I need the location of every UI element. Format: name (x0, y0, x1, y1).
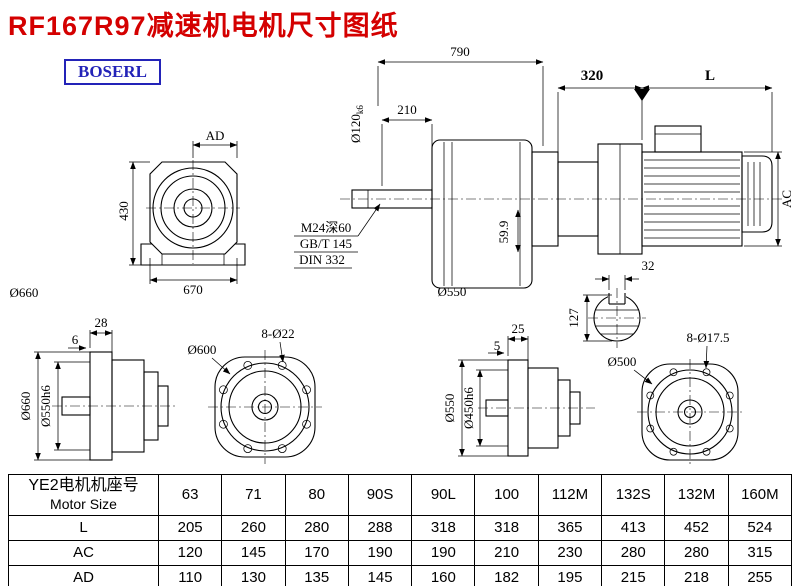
dim-210: 210 (397, 102, 417, 117)
size-col-71: 71 (221, 474, 286, 516)
dim-tap-spec: M24深60 (301, 220, 352, 235)
dim-5: 5 (494, 338, 501, 353)
dim-shaft-dia: Ø120k6 (348, 105, 365, 143)
table-cell: 280 (284, 514, 349, 541)
table-cell: 413 (601, 514, 666, 541)
table-cell: 160 (411, 564, 476, 586)
table-cell: 110 (157, 564, 223, 586)
dim-front-outer-dia: Ø660 (10, 285, 39, 300)
dim-output-flange: Ø550 (438, 284, 467, 299)
dim-6: 6 (72, 332, 79, 347)
table-cell: 260 (221, 514, 286, 541)
motor-fins (644, 159, 740, 239)
table-row-l: L 205 260 280 288 318 318 365 413 452 52… (8, 514, 793, 541)
table-cell: 170 (284, 539, 349, 566)
table-cell: 145 (221, 539, 286, 566)
bolt-holes-2 (646, 368, 734, 456)
table-cell: 145 (347, 564, 413, 586)
table-cell: 318 (411, 514, 476, 541)
table-cell: 190 (347, 539, 413, 566)
table-cell: 280 (664, 539, 729, 566)
flange-side-view-2: Ø550 Ø450h6 25 5 (442, 321, 595, 457)
table-cell: 130 (221, 564, 286, 586)
row-label-ac: AC (8, 539, 159, 566)
dim-flange2-spigot: Ø450h6 (461, 387, 476, 429)
dim-flange2-outer: Ø550 (442, 394, 457, 423)
table-row-ac: AC 120 145 170 190 190 210 230 280 280 3… (8, 539, 793, 566)
table-header-row: YE2电机机座号 Motor Size 63 71 80 90S 90L 100… (8, 474, 793, 516)
table-cell: 218 (664, 564, 729, 586)
flange-face-view-1: Ø600 8-Ø22 (188, 326, 322, 464)
dim-flange2-bolt-circle: Ø500 (608, 354, 637, 369)
motor-size-table: YE2电机机座号 Motor Size 63 71 80 90S 90L 100… (8, 474, 793, 586)
dim-28: 28 (95, 315, 108, 330)
shaft-section-view: 127 32 (566, 258, 655, 348)
dim-320: 320 (581, 68, 604, 84)
table-cell: 230 (537, 539, 603, 566)
table-cell: 452 (664, 514, 729, 541)
table-cell: 182 (474, 564, 539, 586)
dim-670: 670 (183, 282, 203, 297)
table-cell: 215 (601, 564, 666, 586)
dim-l: L (705, 68, 715, 84)
size-col-90l: 90L (411, 474, 476, 516)
dim-790: 790 (450, 44, 470, 59)
flange-side-view-1: Ø660 Ø550h6 28 6 (18, 315, 178, 461)
row-label-ad: AD (8, 564, 159, 586)
boserl-logo: BOSERL (64, 59, 161, 85)
fan-cover (741, 155, 773, 233)
dim-flange2-holes: 8-Ø17.5 (687, 330, 730, 345)
size-col-63: 63 (157, 474, 223, 516)
table-cell: 315 (727, 539, 793, 566)
size-col-132s: 132S (601, 474, 666, 516)
table-cell: 255 (727, 564, 793, 586)
table-cell: 135 (284, 564, 349, 586)
table-cell: 524 (727, 514, 793, 541)
table-header-motor-size: YE2电机机座号 Motor Size (8, 474, 159, 516)
size-col-112m: 112M (537, 474, 603, 516)
size-col-90s: 90S (347, 474, 413, 516)
side-view: 790 210 Ø120k6 M24深60 GB/T 145 DIN 332 5… (294, 44, 794, 299)
shaft-dia-tol: k6 (355, 105, 365, 115)
datum-triangle (634, 89, 650, 101)
technical-drawing: AD 430 670 Ø660 (10, 44, 794, 465)
table-cell: 210 (474, 539, 539, 566)
dim-flange1-holes: 8-Ø22 (261, 326, 294, 341)
shaft-dia-value: Ø120 (348, 114, 363, 143)
table-cell: 365 (537, 514, 603, 541)
dim-32: 32 (642, 258, 655, 273)
table-cell: 288 (347, 514, 413, 541)
page-title: RF167R97减速机电机尺寸图纸 (8, 11, 399, 41)
table-cell: 195 (537, 564, 603, 586)
table-header-en: Motor Size (50, 496, 117, 512)
flange-face-view-2: Ø500 8-Ø17.5 (608, 330, 743, 465)
dim-flange1-outer: Ø660 (18, 392, 33, 421)
table-cell: 190 (411, 539, 476, 566)
dim-ac: AC (779, 190, 794, 208)
table-header-cn: YE2电机机座号 (28, 477, 139, 494)
dim-tap-std1: GB/T 145 (300, 236, 352, 251)
table-cell: 318 (474, 514, 539, 541)
row-label-l: L (8, 514, 159, 541)
dim-flange1-bolt-circle: Ø600 (188, 342, 217, 357)
bolt-holes-1 (219, 361, 311, 453)
table-row-ad: AD 110 130 135 145 160 182 195 215 218 2… (8, 564, 793, 586)
table-cell: 205 (157, 514, 223, 541)
dim-25: 25 (512, 321, 525, 336)
dim-tap-std2: DIN 332 (299, 252, 345, 267)
dim-127: 127 (566, 308, 581, 328)
terminal-box (654, 125, 702, 153)
front-view: AD 430 670 Ø660 (10, 128, 246, 300)
table-cell: 280 (601, 539, 666, 566)
dim-ad: AD (206, 128, 225, 143)
dim-flange1-spigot: Ø550h6 (38, 385, 53, 427)
dim-59-9: 59.9 (496, 221, 511, 244)
table-cell: 120 (157, 539, 223, 566)
size-col-132m: 132M (664, 474, 729, 516)
size-col-160m: 160M (727, 474, 793, 516)
size-col-80: 80 (284, 474, 349, 516)
dim-430: 430 (116, 201, 131, 221)
size-col-100: 100 (474, 474, 539, 516)
